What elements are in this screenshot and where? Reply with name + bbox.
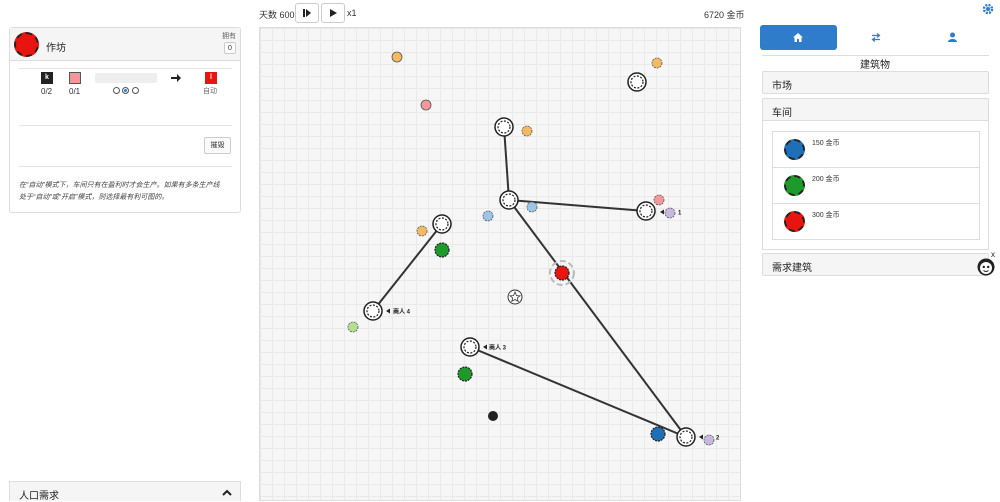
progress-track [95,73,157,83]
merchant-marker-1 [660,209,664,215]
own-value: 0 [224,42,236,54]
own-label: 拥有 [222,33,236,40]
section-market-label: 市场 [772,81,792,92]
lavender-good[interactable] [664,207,676,219]
town-hub[interactable] [627,72,647,92]
price-label: 200 金币 [812,176,840,183]
swap-arrows-icon [871,33,881,42]
close-mark[interactable]: x [991,250,995,259]
speed-label: x1 [347,8,357,18]
section-demand-label: 需求建筑 [772,263,812,274]
black-good[interactable] [488,411,498,421]
blue-gear-icon [784,139,805,160]
workshop-list [762,120,989,250]
section-workshop-label: 车间 [772,108,792,119]
input-pink-count: 0/1 [69,87,81,96]
population-demand-bar[interactable]: 人口需求 [9,481,241,502]
merchant-marker-3 [483,344,487,350]
buy-blue-workshop[interactable]: 150 金币 [772,131,980,168]
star-icon[interactable] [507,289,523,305]
user-icon [948,32,957,42]
mode-hint-line-1: 在“自动”模式下，车间只有在盈利时才会生产。如果有多条生产线 [19,182,220,189]
buildings-heading: 建筑物 [860,60,890,71]
tab-trade[interactable] [837,25,914,50]
gold-counter: 6720 金币 [704,10,745,20]
gear-icon[interactable] [982,3,994,15]
orange-good[interactable] [521,125,533,137]
merchant-hub-2[interactable] [676,427,696,447]
days-label: 天数 600 [259,10,295,20]
building-info-panel: 作坊 拥有 0 [9,27,241,213]
price-label: 150 金币 [812,140,840,147]
pink-good[interactable] [420,99,432,111]
tab-profile[interactable] [914,25,991,50]
merchant-label-3: 商人 3 [489,344,507,352]
orange-good[interactable] [651,57,663,69]
arrow-right-icon [171,74,181,82]
red-workshop[interactable] [554,265,570,281]
home-icon [793,33,803,42]
mode-radio-on[interactable] [132,87,139,94]
input-k-icon: k [41,72,53,84]
town-hub[interactable] [494,117,514,137]
buy-green-workshop[interactable]: 200 金币 [772,167,980,204]
output-mode-label: 自动 [203,88,217,95]
chevron-up-icon[interactable] [222,489,232,496]
buy-red-workshop[interactable]: 300 金币 [772,203,980,240]
merchant-hub-4[interactable] [363,301,383,321]
mode-radio-auto[interactable] [122,87,129,94]
game-map[interactable] [259,27,741,501]
destroy-button[interactable]: 摧毁 [204,137,231,154]
output-l-icon: l [205,72,217,84]
lavender-good[interactable] [703,434,715,446]
merchant-label-4: 商人 4 [393,308,411,316]
light-green-good[interactable] [347,321,359,333]
merchant-label-1: 1 [678,211,682,217]
town-hub[interactable] [499,190,519,210]
red-gear-icon [784,211,805,232]
green-workshop[interactable] [434,242,450,258]
step-forward-icon [303,9,311,17]
blue-workshop[interactable] [650,426,666,442]
merchant-marker-4 [386,308,390,314]
merchant-marker-2 [699,434,703,440]
routes [372,126,687,438]
play-icon [330,9,337,17]
input-pink-icon [69,72,81,84]
workshop-gear-icon [14,32,39,57]
section-market[interactable]: 市场 [762,71,989,94]
orange-good[interactable] [416,225,428,237]
green-workshop[interactable] [457,366,473,382]
selection-ring [549,260,575,286]
merchant-hub-1[interactable] [636,201,656,221]
town-hub[interactable] [432,214,452,234]
light-blue-good[interactable] [482,210,494,222]
pink-good[interactable] [653,194,665,206]
mascot-icon[interactable] [977,258,995,276]
green-gear-icon [784,175,805,196]
orange-good[interactable] [391,51,403,63]
price-label: 300 金币 [812,212,840,219]
play-button[interactable] [321,3,345,23]
section-demand[interactable]: 需求建筑 [762,253,989,276]
merchant-label-2: 2 [716,436,720,442]
section-workshop[interactable]: 车间 [762,98,989,121]
tab-buildings[interactable] [760,25,837,50]
mode-radio-off[interactable] [113,87,120,94]
input-k-count: 0/2 [41,87,53,96]
map-layer[interactable]: 1 商人 4 商人 3 2 [259,27,741,501]
mode-hint-line-2: 处于“自动”或“开启”模式，则选择最有利可图的。 [19,194,169,201]
panel-title: 作坊 [46,43,66,54]
panel-header: 作坊 拥有 0 [10,28,240,61]
light-blue-good[interactable] [526,201,538,213]
merchant-hub-3[interactable] [460,337,480,357]
population-demand-label: 人口需求 [19,491,59,502]
step-button[interactable] [295,3,319,23]
